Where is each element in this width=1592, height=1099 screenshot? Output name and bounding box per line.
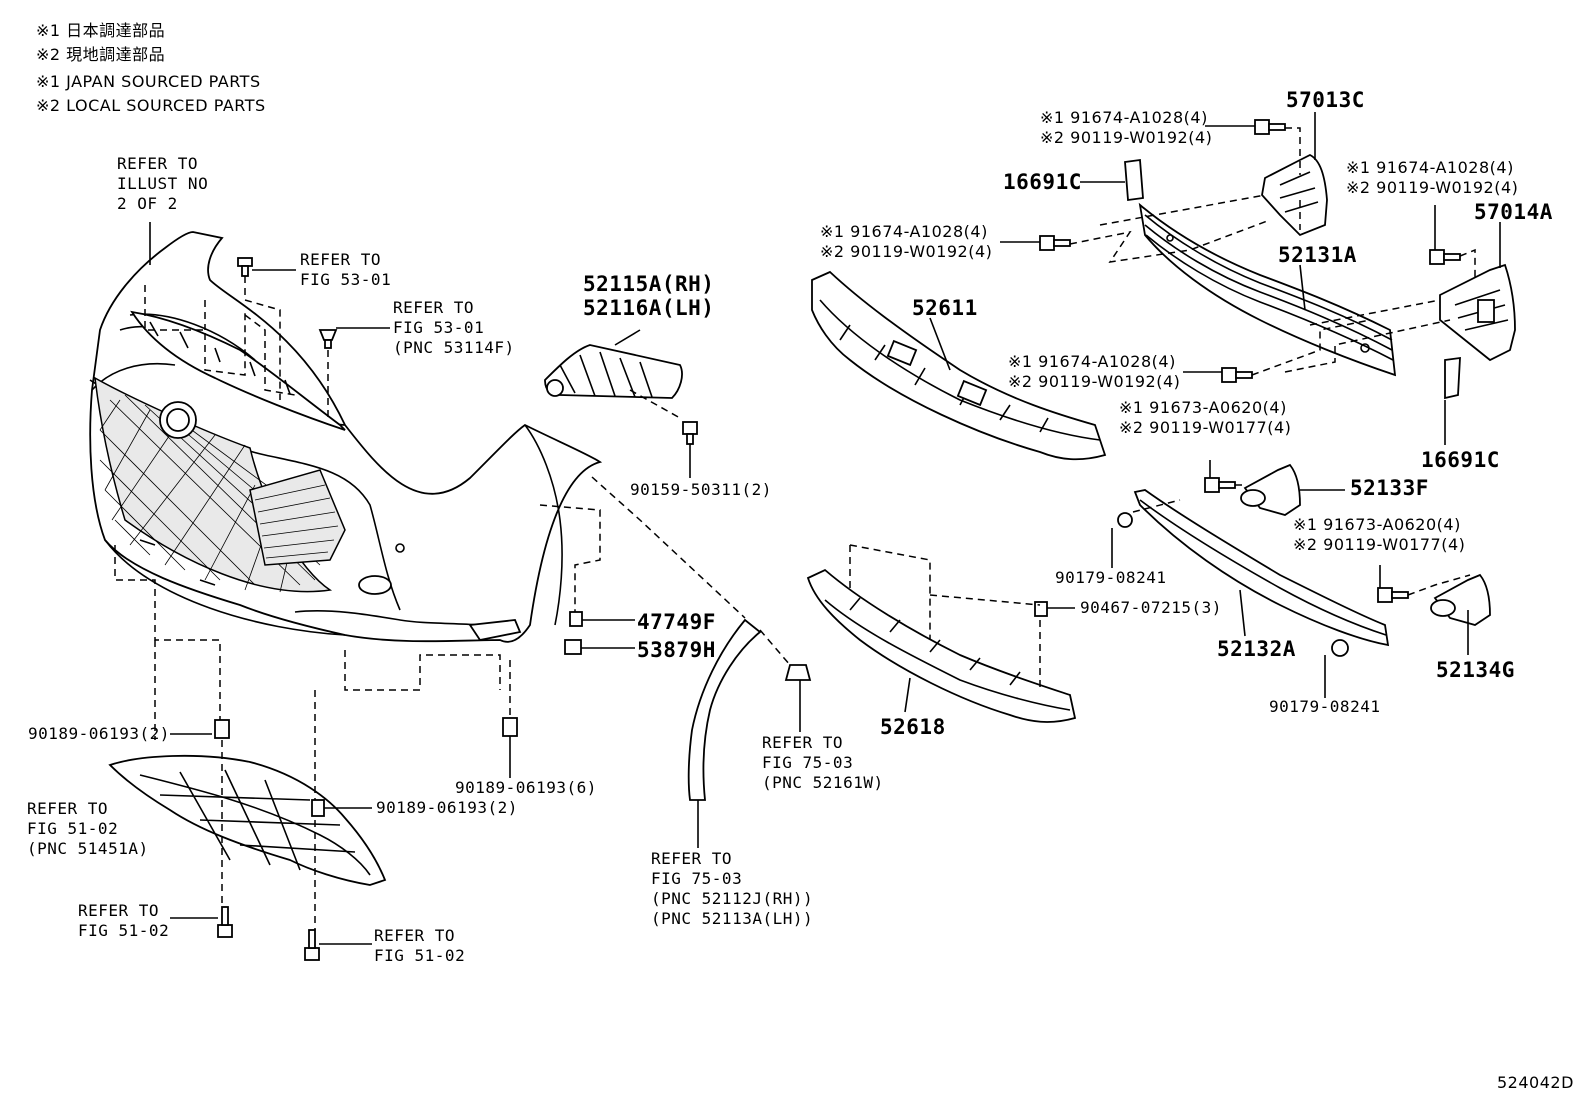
- bolt-57013: [1254, 119, 1286, 135]
- nut-47749f: [569, 611, 583, 627]
- legend-en-2: ※2 LOCAL SOURCED PARTS: [36, 96, 266, 115]
- part-52134g: 52134G: [1436, 658, 1515, 682]
- nut-90179-a: [1117, 512, 1133, 528]
- legend-jp-2: ※2 現地調達部品: [36, 45, 166, 64]
- part-16691c-right: 16691C: [1421, 448, 1500, 472]
- bumper-reinforcement-lower: [1133, 489, 1390, 647]
- screw-90159: [682, 421, 698, 445]
- part-90159: 90159-50311(2): [630, 480, 772, 499]
- bumper-side-bracket: [544, 344, 683, 399]
- clip-top-b: [318, 329, 338, 349]
- clip-90189-low: [311, 799, 325, 817]
- figure-id: 524042D: [1497, 1073, 1574, 1092]
- lower-bracket-52133f: [1240, 463, 1301, 516]
- clip-90467: [1034, 601, 1048, 617]
- energy-absorber-upper: [811, 270, 1107, 461]
- part-90467: 90467-07215(3): [1080, 598, 1222, 617]
- bumper-reinforcement-upper: [1138, 202, 1397, 377]
- bolt-52133: [1204, 477, 1236, 493]
- clip-53879h: [564, 639, 582, 655]
- clip-52161w: [784, 664, 812, 681]
- part-57014a: 57014A: [1474, 200, 1553, 224]
- bolt-label-57014: ※1 91674-A1028(4)※2 90119-W0192(4): [1346, 158, 1519, 197]
- part-52132a: 52132A: [1217, 637, 1296, 661]
- bolt-52131-left: [1039, 235, 1071, 251]
- front-bumper-cover: [89, 231, 603, 643]
- part-52618: 52618: [880, 715, 946, 739]
- bolt-label-57013: ※1 91674-A1028(4)※2 90119-W0192(4): [1040, 108, 1213, 147]
- bolt-label-52131-mid: ※1 91674-A1028(4)※2 90119-W0192(4): [1008, 352, 1181, 391]
- bolt-lower-b: [304, 929, 320, 961]
- legend-jp-1: ※1 日本調達部品: [36, 21, 166, 40]
- part-57013c: 57013C: [1286, 88, 1365, 112]
- energy-absorber-lower: [806, 568, 1077, 723]
- part-52115a: 52115A(RH)52116A(LH): [583, 272, 715, 320]
- upper-grille-strip: [130, 310, 346, 431]
- clip-top-a: [237, 257, 253, 277]
- part-90189-left: 90189-06193(2): [28, 724, 170, 743]
- legend-en-1: ※1 JAPAN SOURCED PARTS: [36, 72, 261, 91]
- bolt-52134: [1377, 587, 1409, 603]
- clip-90189-left: [214, 719, 230, 739]
- bolt-label-52134: ※1 91673-A0620(4)※2 90119-W0177(4): [1293, 515, 1466, 554]
- bumper-pad-upper: [1124, 158, 1144, 202]
- part-16691c-top: 16691C: [1003, 170, 1082, 194]
- part-47749f: 47749F: [637, 610, 716, 634]
- part-90189-low: 90189-06193(2): [376, 798, 518, 817]
- leader-lines: [149, 112, 1501, 945]
- part-52133f: 52133F: [1350, 476, 1429, 500]
- clip-90189-mid: [502, 717, 518, 737]
- bumper-arm-bracket-right: [1261, 153, 1328, 237]
- part-53879h: 53879H: [637, 638, 716, 662]
- part-90179-b: 90179-08241: [1269, 697, 1381, 716]
- bolt-lower-a: [217, 906, 233, 938]
- front-spoiler-cover: [108, 754, 387, 886]
- part-90189-mid: 90189-06193(6): [455, 778, 597, 797]
- fastener-clips: [214, 119, 1461, 961]
- bumper-pad-right: [1444, 356, 1461, 400]
- part-90179-a: 90179-08241: [1055, 568, 1167, 587]
- bolt-label-52133: ※1 91673-A0620(4)※2 90119-W0177(4): [1119, 398, 1292, 437]
- bolt-label-52131-left: ※1 91674-A1028(4)※2 90119-W0192(4): [820, 222, 993, 261]
- part-52611: 52611: [912, 296, 978, 320]
- bumper-arm-bracket-left: [1439, 263, 1516, 362]
- lower-bracket-52134g: [1430, 573, 1491, 626]
- part-52131a: 52131A: [1278, 243, 1357, 267]
- nut-90179-b: [1331, 639, 1349, 657]
- bolt-52131-mid: [1221, 367, 1253, 383]
- dashed-lines: [114, 127, 1476, 930]
- bolt-57014: [1429, 249, 1461, 265]
